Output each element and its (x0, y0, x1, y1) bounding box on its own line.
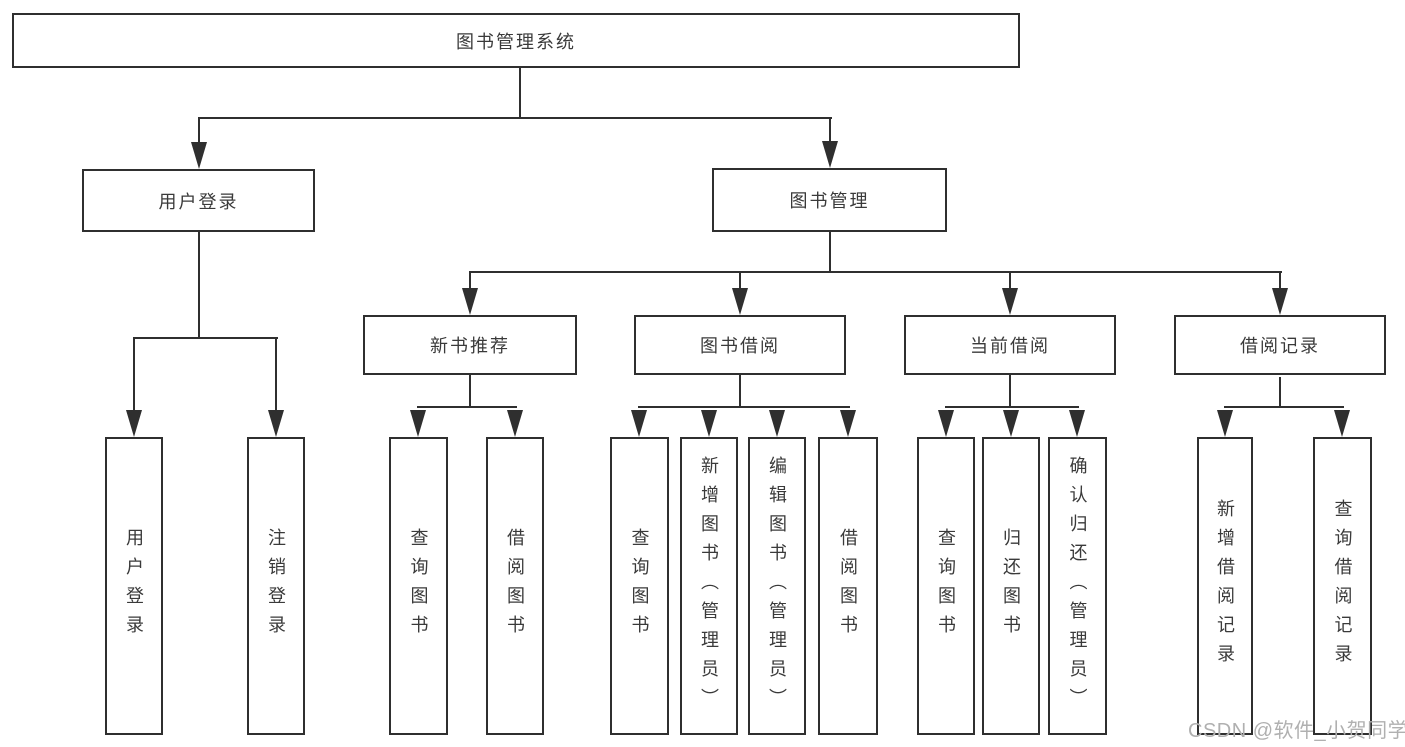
node-book-management: 图书管理 (712, 168, 947, 232)
arrowhead-down-icon (126, 410, 142, 437)
leaf-query-book-current: 查询图书 (917, 437, 975, 735)
arrowhead-down-icon (822, 141, 838, 168)
arrowhead-down-icon (938, 410, 954, 437)
watermark: CSDN @软件_小贺同学 (1188, 720, 1405, 742)
connector-line (1224, 406, 1344, 408)
node-current-borrow: 当前借阅 (904, 315, 1116, 375)
arrowhead-down-icon (1002, 288, 1018, 315)
leaf-query-borrow-record: 查询借阅记录 (1313, 437, 1372, 735)
node-user-login: 用户登录 (82, 169, 315, 232)
connector-line (198, 117, 200, 144)
leaf-add-book-admin: 新增图书（管理员） (680, 437, 738, 735)
leaf-query-book-newrec: 查询图书 (389, 437, 448, 735)
connector-line (133, 337, 135, 413)
connector-line (198, 232, 200, 339)
connector-line (519, 68, 521, 118)
leaf-confirm-return-admin: 确认归还（管理员） (1048, 437, 1107, 735)
node-borrow-record: 借阅记录 (1174, 315, 1386, 375)
connector-line (133, 337, 278, 339)
connector-line (945, 406, 1079, 408)
arrowhead-down-icon (268, 410, 284, 437)
connector-line (469, 271, 1282, 273)
connector-line (469, 271, 471, 290)
connector-line (469, 375, 471, 408)
leaf-borrow-book: 借阅图书 (818, 437, 878, 735)
node-root: 图书管理系统 (12, 13, 1020, 68)
arrowhead-down-icon (462, 288, 478, 315)
arrowhead-down-icon (769, 410, 785, 437)
connector-line (1009, 375, 1011, 408)
arrowhead-down-icon (701, 410, 717, 437)
leaf-query-book-borrow: 查询图书 (610, 437, 669, 735)
leaf-user-login: 用户登录 (105, 437, 163, 735)
arrowhead-down-icon (1003, 410, 1019, 437)
arrowhead-down-icon (507, 410, 523, 437)
arrowhead-down-icon (1334, 410, 1350, 437)
arrowhead-down-icon (1272, 288, 1288, 315)
leaf-edit-book-admin: 编辑图书（管理员） (748, 437, 806, 735)
leaf-logout: 注销登录 (247, 437, 305, 735)
connector-line (829, 117, 831, 144)
arrowhead-down-icon (410, 410, 426, 437)
arrowhead-down-icon (191, 142, 207, 169)
node-new-book-recommend: 新书推荐 (363, 315, 577, 375)
leaf-borrow-book-newrec: 借阅图书 (486, 437, 544, 735)
arrowhead-down-icon (732, 288, 748, 315)
arrowhead-down-icon (1217, 410, 1233, 437)
arrowhead-down-icon (631, 410, 647, 437)
connector-line (739, 271, 741, 290)
connector-line (1279, 377, 1281, 408)
connector-line (829, 232, 831, 273)
leaf-return-book: 归还图书 (982, 437, 1040, 735)
connector-line (417, 406, 517, 408)
connector-line (638, 406, 850, 408)
arrowhead-down-icon (840, 410, 856, 437)
connector-line (739, 375, 741, 408)
connector-line (1009, 271, 1011, 290)
connector-line (1279, 271, 1281, 290)
arrowhead-down-icon (1069, 410, 1085, 437)
node-book-borrow: 图书借阅 (634, 315, 846, 375)
connector-line (199, 117, 832, 119)
connector-line (275, 337, 277, 413)
leaf-add-borrow-record: 新增借阅记录 (1197, 437, 1253, 735)
